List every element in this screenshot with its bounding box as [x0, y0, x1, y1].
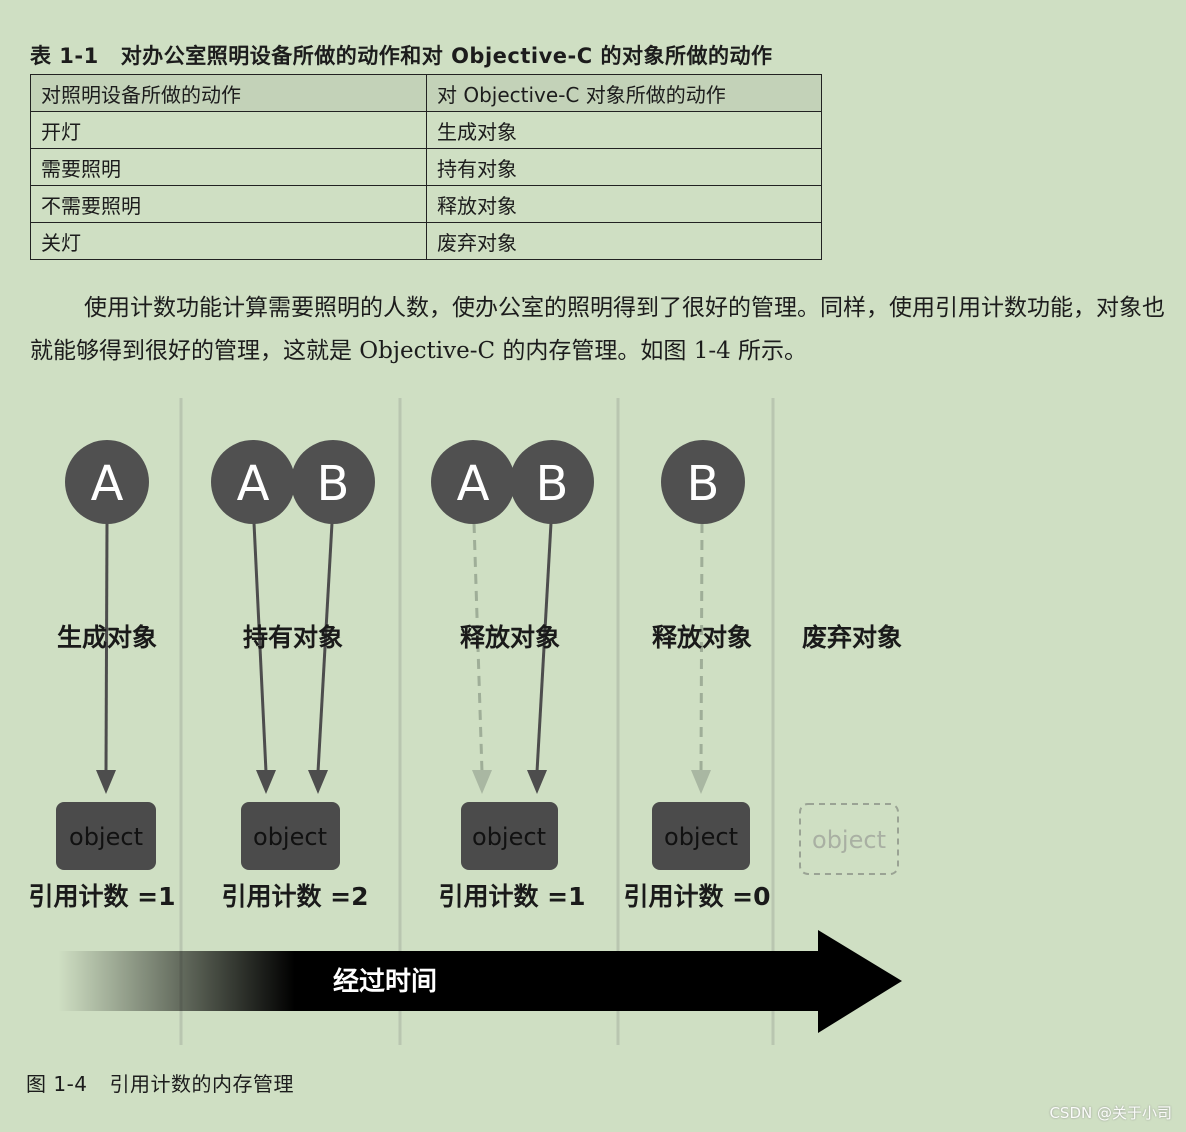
figure-canvas: 经过时间 A 生成对象 object 引用计数 =1 A B 持有对象 obje… [28, 398, 902, 1045]
reference-arrow-line [535, 522, 553, 773]
table-caption: 表 1-1 对办公室照明设备所做的动作和对 Objective-C 的对象所做的动… [30, 40, 772, 70]
timeline-arrow: 经过时间 [58, 930, 902, 1033]
reference-letter: B [536, 456, 569, 512]
reference-circle-b [661, 440, 745, 524]
stage-dividers [179, 398, 775, 1045]
object-box [652, 802, 750, 870]
released-reference-head [472, 770, 492, 794]
reference-arrow-head [308, 770, 328, 794]
object-box [461, 802, 558, 870]
stage-action-label: 生成对象 [57, 623, 157, 652]
table-cell: 生成对象 [426, 111, 822, 149]
table-row: 不需要照明 释放对象 [30, 185, 822, 223]
reference-letter: A [91, 456, 124, 512]
timeline-arrow-body [58, 930, 902, 1033]
body-paragraph: 使用计数功能计算需要照明的人数，使办公室的照明得到了很好的管理。同样，使用引用计… [30, 295, 1165, 364]
figure-caption-text: 引用计数的内存管理 [109, 1072, 295, 1096]
reference-circle-b [510, 440, 594, 524]
stage-release-first: A B 释放对象 object 引用计数 =1 [431, 440, 594, 911]
timeline-label: 经过时间 [333, 966, 437, 997]
stage-create: A 生成对象 object 引用计数 =1 [28, 440, 176, 911]
table-header-row: 对照明设备所做的动作 对 Objective-C 对象所做的动作 [30, 74, 822, 112]
released-reference-head [691, 770, 711, 794]
object-box [56, 802, 156, 870]
stage-retain: A B 持有对象 object 引用计数 =2 [211, 440, 375, 911]
table-cell: 持有对象 [426, 148, 822, 186]
table-cell: 释放对象 [426, 185, 822, 223]
object-label: object [253, 823, 327, 851]
stage-release-last: B 释放对象 object 引用计数 =0 [623, 440, 771, 911]
reference-arrow-head [256, 770, 276, 794]
stage-action-label: 持有对象 [243, 623, 343, 652]
table-caption-number: 表 1-1 [30, 44, 99, 68]
table-header-cell: 对 Objective-C 对象所做的动作 [426, 74, 822, 112]
reference-arrow-head [527, 770, 547, 794]
object-label: object [472, 823, 546, 851]
reference-arrow-line [104, 522, 109, 773]
csdn-watermark: CSDN @关于小司 [1049, 1104, 1172, 1122]
object-box [241, 802, 340, 870]
reference-count-label: 引用计数 =1 [28, 882, 175, 911]
reference-letter: B [687, 456, 720, 512]
released-reference-line [472, 522, 484, 773]
reference-circle-a [431, 440, 515, 524]
comparison-table: 对照明设备所做的动作 对 Objective-C 对象所做的动作 开灯 生成对象… [30, 74, 822, 260]
discarded-object-label: object [812, 826, 886, 854]
table-row: 关灯 废弃对象 [30, 222, 822, 260]
reference-arrow-line [316, 522, 334, 773]
released-reference-line [699, 522, 704, 773]
figure-caption: 图 1-4 引用计数的内存管理 [26, 1068, 294, 1097]
table-cell: 关灯 [30, 222, 427, 260]
figure-caption-number: 图 1-4 [26, 1072, 88, 1096]
table-header-cell: 对照明设备所做的动作 [30, 74, 427, 112]
table-cell: 废弃对象 [426, 222, 822, 260]
reference-letter: A [237, 456, 270, 512]
reference-arrow-line [252, 522, 268, 773]
discarded-object-box [799, 803, 899, 875]
object-label: object [664, 823, 738, 851]
table-cell: 不需要照明 [30, 185, 427, 223]
stage-action-label: 释放对象 [460, 623, 560, 652]
reference-count-label: 引用计数 =0 [623, 882, 770, 911]
reference-count-label: 引用计数 =2 [221, 882, 368, 911]
table-caption-text: 对办公室照明设备所做的动作和对 Objective-C 的对象所做的动作 [120, 44, 773, 68]
stage-dealloc: 废弃对象 object [799, 623, 902, 875]
stage-action-label: 释放对象 [652, 623, 752, 652]
table-row: 需要照明 持有对象 [30, 148, 822, 186]
object-label: object [69, 823, 143, 851]
reference-circle-a [65, 440, 149, 524]
table-row: 开灯 生成对象 [30, 111, 822, 149]
table-cell: 需要照明 [30, 148, 427, 186]
reference-circle-a [211, 440, 295, 524]
reference-letter: B [317, 456, 350, 512]
reference-letter: A [457, 456, 490, 512]
reference-arrow-head [96, 770, 116, 794]
reference-count-label: 引用计数 =1 [438, 882, 585, 911]
stage-action-label: 废弃对象 [802, 623, 902, 652]
table-cell: 开灯 [30, 111, 427, 149]
reference-count-figure: 经过时间 A 生成对象 object 引用计数 =1 A B 持有对象 obje… [0, 390, 1186, 1060]
reference-circle-b [291, 440, 375, 524]
